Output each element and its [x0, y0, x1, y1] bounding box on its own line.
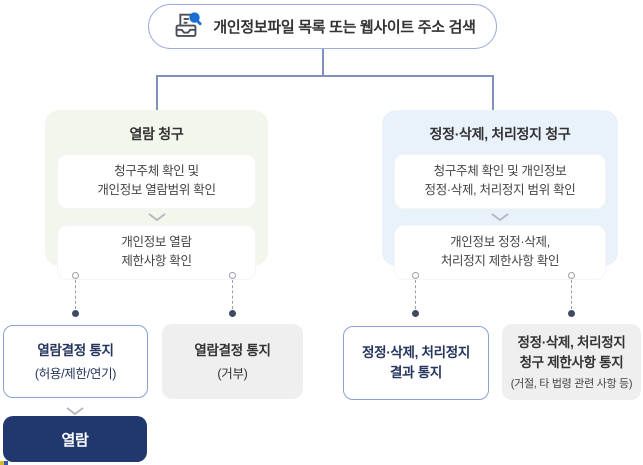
access-step1-line2: 개인정보 열람범위 확인: [97, 183, 216, 198]
access-step1-line1: 청구주체 확인 및: [114, 164, 199, 178]
connector-dot-icon: [229, 310, 236, 317]
access-step2-line1: 개인정보 열람: [121, 234, 192, 249]
panel-access-request: 열람 청구 청구주체 확인 및 개인정보 열람범위 확인 개인정보 열람 제한사…: [45, 110, 268, 280]
access-step1-box: 청구주체 확인 및 개인정보 열람범위 확인: [57, 154, 256, 209]
chevron-down-icon: [66, 407, 84, 416]
access-final-label: 열람: [61, 431, 89, 449]
connector-ring-icon: [568, 272, 575, 279]
file-search-icon: [169, 10, 203, 44]
correction-step1-line2: 정정·삭제, 처리정지 범위 확인: [424, 183, 576, 198]
chevron-down-icon: [147, 213, 166, 221]
search-node-label: 개인정보파일 목록 또는 웹사이트 주소 검색: [213, 19, 476, 36]
access-step2-line2: 제한사항 확인: [121, 254, 192, 269]
connector-ring-icon: [72, 272, 79, 279]
correction-step2-line1: 개인정보 정정·삭제,: [450, 234, 550, 249]
correction-step1-box: 청구주체 확인 및 개인정보 정정·삭제, 처리정지 범위 확인: [394, 154, 606, 209]
chevron-down-icon: [491, 213, 509, 221]
outcome-access-decision-title: 열람결정 통지: [37, 342, 114, 358]
access-step2-box: 개인정보 열람 제한사항 확인: [57, 224, 256, 280]
connector-dot-icon: [568, 310, 575, 317]
dashed-connector: [411, 272, 420, 317]
outcome-correction-result: 정정·삭제, 처리정지 결과 통지: [343, 326, 489, 400]
connector-dot-icon: [412, 310, 419, 317]
dashed-line: [232, 280, 233, 309]
outcome-access-denial-subtitle: (거부): [217, 367, 248, 382]
panel-correction-request: 정정·삭제, 처리정지 청구 청구주체 확인 및 개인정보 정정·삭제, 처리정…: [382, 110, 618, 280]
search-node: 개인정보파일 목록 또는 웹사이트 주소 검색: [148, 4, 497, 49]
outcome-correction-restriction-line1: 정정·삭제, 처리정지: [517, 335, 626, 351]
correction-step2-box: 개인정보 정정·삭제, 처리정지 제한사항 확인: [394, 224, 606, 280]
outcome-access-decision: 열람결정 통지 (허용/제한/연기): [3, 325, 148, 398]
connector-dot-icon: [72, 310, 79, 317]
dashed-connector: [228, 272, 237, 317]
dashed-line: [571, 280, 572, 309]
dashed-line: [415, 280, 416, 309]
access-final-node: 열람: [3, 416, 147, 462]
connector-stem-line: [322, 49, 324, 75]
connector-left-drop-line: [156, 75, 158, 110]
outcome-access-decision-subtitle: (허용/제한/연기): [34, 367, 117, 382]
dashed-connector: [71, 272, 80, 317]
panel-access-title: 열람 청구: [129, 126, 184, 142]
outcome-correction-result-line2: 결과 통지: [390, 365, 442, 380]
correction-step1-line1: 청구주체 확인 및 개인정보: [433, 164, 567, 178]
outcome-correction-result-line1: 정정·삭제, 처리정지: [361, 345, 471, 361]
connector-cross-line: [156, 75, 493, 77]
outcome-correction-restriction-subtitle: (거절, 타 법령 관련 사항 등): [510, 377, 633, 390]
correction-step2-line2: 처리정지 제한사항 확인: [440, 254, 560, 269]
outcome-access-denial: 열람결정 통지 (거부): [162, 324, 303, 399]
connector-ring-icon: [229, 272, 236, 279]
dashed-connector: [567, 272, 576, 317]
connector-ring-icon: [412, 272, 419, 279]
panel-correction-title: 정정·삭제, 처리정지 청구: [429, 126, 571, 142]
outcome-correction-restriction: 정정·삭제, 처리정지 청구 제한사항 통지 (거절, 타 법령 관련 사항 등…: [502, 324, 641, 400]
dashed-line: [75, 280, 76, 309]
outcome-correction-restriction-line2: 청구 제한사항 통지: [519, 355, 624, 370]
outcome-access-denial-title: 열람결정 통지: [194, 342, 271, 358]
connector-right-drop-line: [492, 75, 494, 110]
corner-artifact: [0, 461, 8, 465]
